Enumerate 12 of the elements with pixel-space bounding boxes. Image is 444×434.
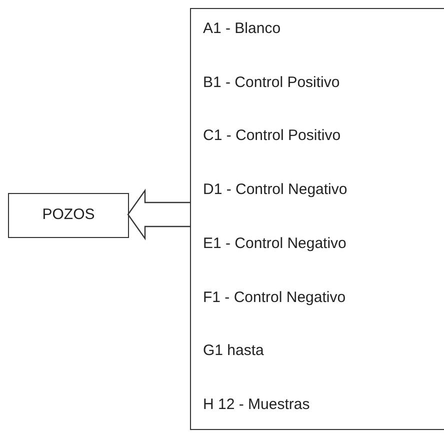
list-item-text: H 12 - Muestras xyxy=(203,396,310,413)
box-label: POZOS xyxy=(41,206,96,223)
list-item-text: E1 - Control Negativo xyxy=(203,234,346,252)
list-panel xyxy=(190,8,444,430)
block-arrow xyxy=(127,188,191,240)
label-box xyxy=(8,193,129,238)
list-item-text: G1 hasta xyxy=(203,342,264,360)
list-item-text: F1 - Control Negativo xyxy=(203,288,346,306)
list-item-text: D1 - Control Negativo xyxy=(203,181,348,198)
list-item-text: B1 - Control Positivo xyxy=(203,74,340,91)
list-item-text: C1 - Control Positivo xyxy=(203,127,341,144)
list-item-text: A1 - Blanco xyxy=(203,20,281,37)
